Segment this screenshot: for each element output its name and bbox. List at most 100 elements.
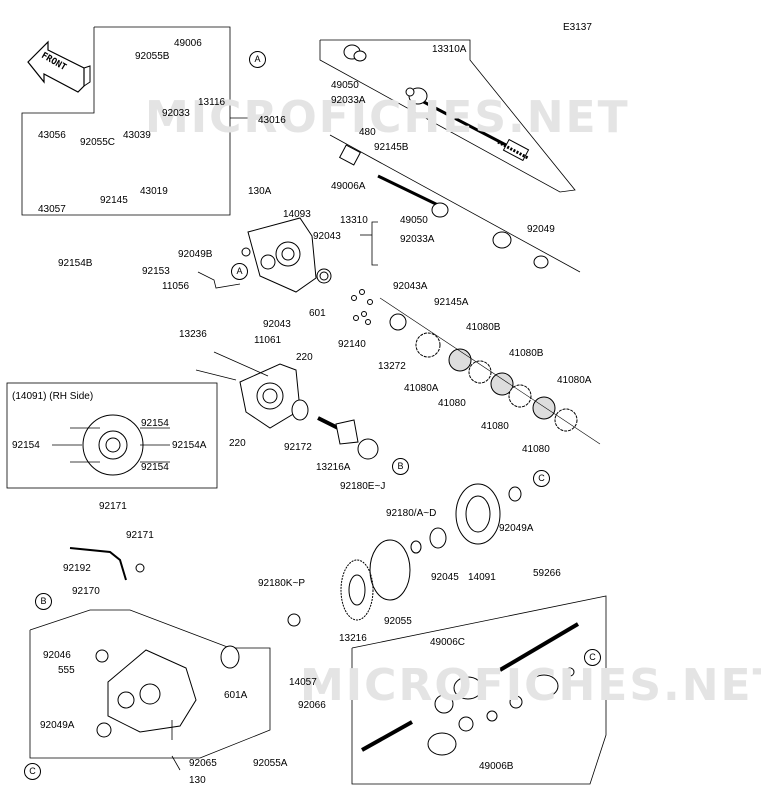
part-label: 92049B [178,249,213,260]
part-label: 92192 [63,563,91,574]
clutch-plates [389,313,578,432]
small-washers [351,289,373,325]
part-label: 92154B [58,258,93,269]
part-label: 49050 [400,215,428,226]
section-frame-upper-left [21,26,231,216]
part-label: 13216 [339,633,367,644]
ref-marker-a: A [249,51,266,68]
part-label: 92049 [527,224,555,235]
part-label: 43057 [38,204,66,215]
part-label: 601 [309,308,326,319]
section-frame-shaft-upper [319,39,576,193]
ref-marker-b: B [392,458,409,475]
part-label: 92033A [331,95,366,106]
part-label: 41080A [557,375,592,386]
part-label: 130A [248,186,272,197]
part-label: 92180/A~D [386,508,437,519]
gear-case-center [241,217,332,293]
part-label: 49006 [174,38,202,49]
part-label: 92033 [162,108,190,119]
drive-axle [361,622,580,756]
part-label: 11061 [254,335,282,346]
ref-marker-c: C [24,763,41,780]
part-label: 41080A [404,383,439,394]
part-label: 92055A [253,758,288,769]
part-label: 92065 [189,758,217,769]
part-label: 92045 [431,572,459,583]
part-label: 92140 [338,339,366,350]
part-label: 92154 [12,440,40,451]
ref-marker-c: C [584,649,601,666]
part-label: 92153 [142,266,170,277]
part-label: 13236 [179,329,207,340]
part-label: 92154A [172,440,207,451]
part-label: 92170 [72,586,100,597]
ring-gear [340,539,411,621]
part-label: 92172 [284,442,312,453]
part-label: 14057 [289,677,317,688]
ref-marker-b: B [35,593,52,610]
part-label: 92180E~J [340,481,386,492]
part-label: 92049A [499,523,534,534]
part-label: 41080B [466,322,501,333]
part-label: 130 [189,775,206,786]
part-label: 59266 [533,568,561,579]
part-label: 92043 [313,231,341,242]
rh-side-title: (14091) (RH Side) [12,391,94,402]
part-label: 92154 [141,462,169,473]
part-label: 92145A [434,297,469,308]
part-label: 49006A [331,181,366,192]
part-label: 220 [229,438,246,449]
part-label: 92046 [43,650,71,661]
diagram-code: E3137 [563,22,592,33]
part-label: 92049A [40,720,75,731]
watermark-top: MICROFICHES.NET [145,92,630,143]
front-arrow-icon [27,40,91,93]
pinion-gear [317,416,359,445]
part-label: 92055B [135,51,170,62]
part-label: 601A [224,690,248,701]
part-label: 49006B [479,761,514,772]
part-label: 92171 [99,501,127,512]
part-label: 92154 [141,418,169,429]
part-label: 220 [296,352,313,363]
watermark-bottom: MICROFICHES.NET [300,660,761,711]
part-label: 41080B [509,348,544,359]
part-label: 43039 [123,130,151,141]
ref-marker-c: C [533,470,550,487]
breather-pipe [69,547,127,581]
part-label: 41080 [522,444,550,455]
part-label: 13116 [198,97,226,108]
part-label: 14093 [283,209,311,220]
part-label: 92055C [80,137,116,148]
part-label: 92066 [298,700,326,711]
rh-side-cover [82,414,144,476]
part-label: 43019 [140,186,168,197]
part-label: 92171 [126,530,154,541]
part-label: 92145B [374,142,409,153]
part-label: 92055 [384,616,412,627]
part-label: 92033A [400,234,435,245]
propeller-shaft-lower [329,134,581,273]
part-label: 49006C [430,637,466,648]
part-label: 13272 [378,361,406,372]
part-label: 43016 [258,115,286,126]
part-label: 49050 [331,80,359,91]
differential-housing [410,483,522,554]
part-label: 14091 [468,572,496,583]
part-label: 13216A [316,462,351,473]
part-label: 92180K~P [258,578,305,589]
part-label: 41080 [438,398,466,409]
part-label: 92043 [263,319,291,330]
rh-side-box [6,382,218,489]
part-label: 11056 [162,281,190,292]
part-label: 555 [58,665,75,676]
cover-plate [239,363,301,429]
part-label: 92145 [100,195,128,206]
part-label: 480 [359,127,376,138]
part-label: 43056 [38,130,66,141]
propeller-shaft-upper [343,44,530,162]
part-label: 92043A [393,281,428,292]
part-label: 41080 [481,421,509,432]
